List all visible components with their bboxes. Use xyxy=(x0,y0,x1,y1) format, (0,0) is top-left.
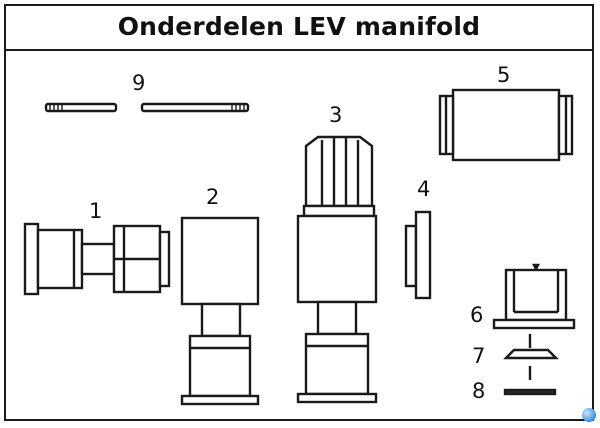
part-3-capped-valve xyxy=(296,135,378,404)
part-label-9: 9 xyxy=(132,71,145,95)
title-bar: Onderdelen LEV manifold xyxy=(4,4,594,51)
diagram-frame xyxy=(4,4,594,421)
part-1-coupling xyxy=(23,222,171,296)
part-7-washer xyxy=(503,334,559,380)
part-label-8: 8 xyxy=(472,379,485,403)
part-4-flange xyxy=(404,210,432,300)
part-label-5: 5 xyxy=(497,63,510,87)
part-label-2: 2 xyxy=(206,185,219,209)
part-8-strip xyxy=(503,388,557,396)
part-5-cylinder xyxy=(438,88,574,162)
part-9-rods xyxy=(44,102,250,113)
part-label-4: 4 xyxy=(417,177,430,201)
diagram-title: Onderdelen LEV manifold xyxy=(117,12,481,41)
part-label-1: 1 xyxy=(89,199,102,223)
help-bubble-icon[interactable] xyxy=(582,408,596,422)
part-label-3: 3 xyxy=(329,103,342,127)
part-label-6: 6 xyxy=(470,303,483,327)
part-2-valve-body xyxy=(180,216,260,406)
part-6-cap xyxy=(492,263,576,330)
part-label-7: 7 xyxy=(472,344,485,368)
